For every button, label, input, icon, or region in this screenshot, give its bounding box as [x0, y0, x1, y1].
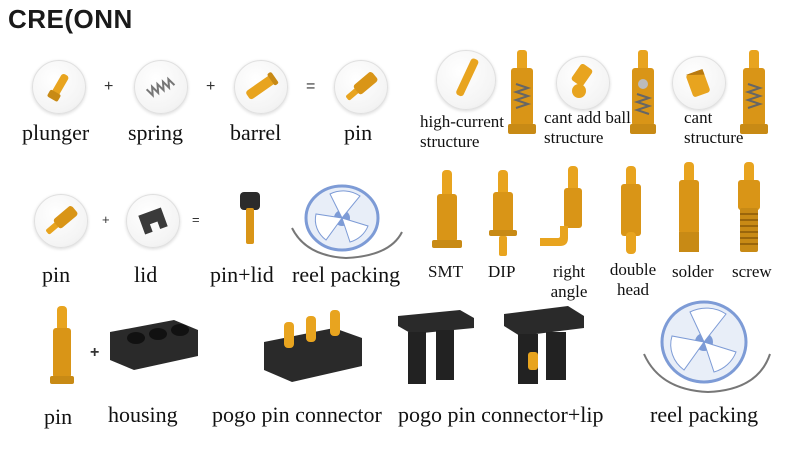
dip-pin-image — [489, 170, 517, 256]
label-reel-packing-1: reel packing — [292, 262, 401, 287]
barrel-image — [234, 60, 288, 114]
label-high-current-structure: high-current structure — [420, 112, 505, 151]
equals-operator-2: = — [192, 212, 200, 227]
label-screw: screw — [732, 262, 772, 281]
connector-lip-image-1 — [398, 310, 474, 384]
pin-image-3 — [50, 306, 74, 384]
reel-packing-image-2 — [643, 300, 771, 394]
label-pin-2: pin — [42, 262, 71, 287]
label-barrel: barrel — [230, 120, 282, 145]
label-pogo-pin-connector-lip: pogo pin connector+lip — [398, 402, 604, 427]
plus-operator-4: + — [90, 344, 100, 361]
pin-image — [334, 60, 388, 114]
pogo-pin-connector-image — [264, 310, 362, 382]
label-double-head: double head — [609, 260, 657, 299]
label-plunger: plunger — [22, 120, 90, 145]
label-pin: pin — [344, 120, 373, 145]
label-solder: solder — [672, 262, 714, 281]
spring-image — [134, 60, 188, 114]
plus-operator-1: + — [104, 78, 114, 95]
label-cant-add-ball-structure: cant add ball structure — [544, 108, 631, 147]
screw-pin-image — [738, 162, 760, 252]
brand-logo: CRE(ONN — [8, 4, 133, 34]
lid-image — [126, 194, 180, 248]
high-current-section-image — [508, 50, 536, 134]
label-reel-packing-2: reel packing — [650, 402, 759, 427]
solder-pin-image — [673, 162, 699, 252]
smt-pin-image — [432, 170, 462, 248]
label-lid: lid — [134, 262, 158, 287]
cant-structure-section-image — [740, 50, 768, 134]
equals-operator-1: = — [306, 78, 316, 95]
double-head-pin-image — [621, 166, 641, 254]
cant-structure-image — [672, 56, 726, 110]
label-housing: housing — [108, 402, 178, 427]
right-angle-pin-image — [540, 166, 582, 246]
reel-packing-image-1 — [291, 184, 403, 260]
label-right-angle: right angle — [550, 262, 588, 301]
ball-structure-section-image — [630, 50, 656, 134]
label-cant-structure: cant structure — [684, 108, 744, 147]
label-spring: spring — [128, 120, 183, 145]
plunger-image — [32, 60, 86, 114]
label-pogo-pin-connector: pogo pin connector — [212, 402, 382, 427]
ball-structure-image — [556, 56, 610, 110]
label-pin-3: pin — [44, 404, 73, 429]
connector-lip-image-2 — [504, 306, 584, 384]
label-pin-lid: pin+lid — [210, 262, 274, 287]
plus-operator-2: + — [206, 78, 216, 95]
label-dip: DIP — [488, 262, 516, 281]
pin-with-lid-image — [240, 192, 260, 244]
label-smt: SMT — [428, 262, 463, 281]
high-current-pin-image — [436, 50, 496, 110]
plus-operator-3: + — [102, 212, 110, 227]
pin-image-2 — [34, 194, 88, 248]
housing-image — [110, 320, 198, 370]
